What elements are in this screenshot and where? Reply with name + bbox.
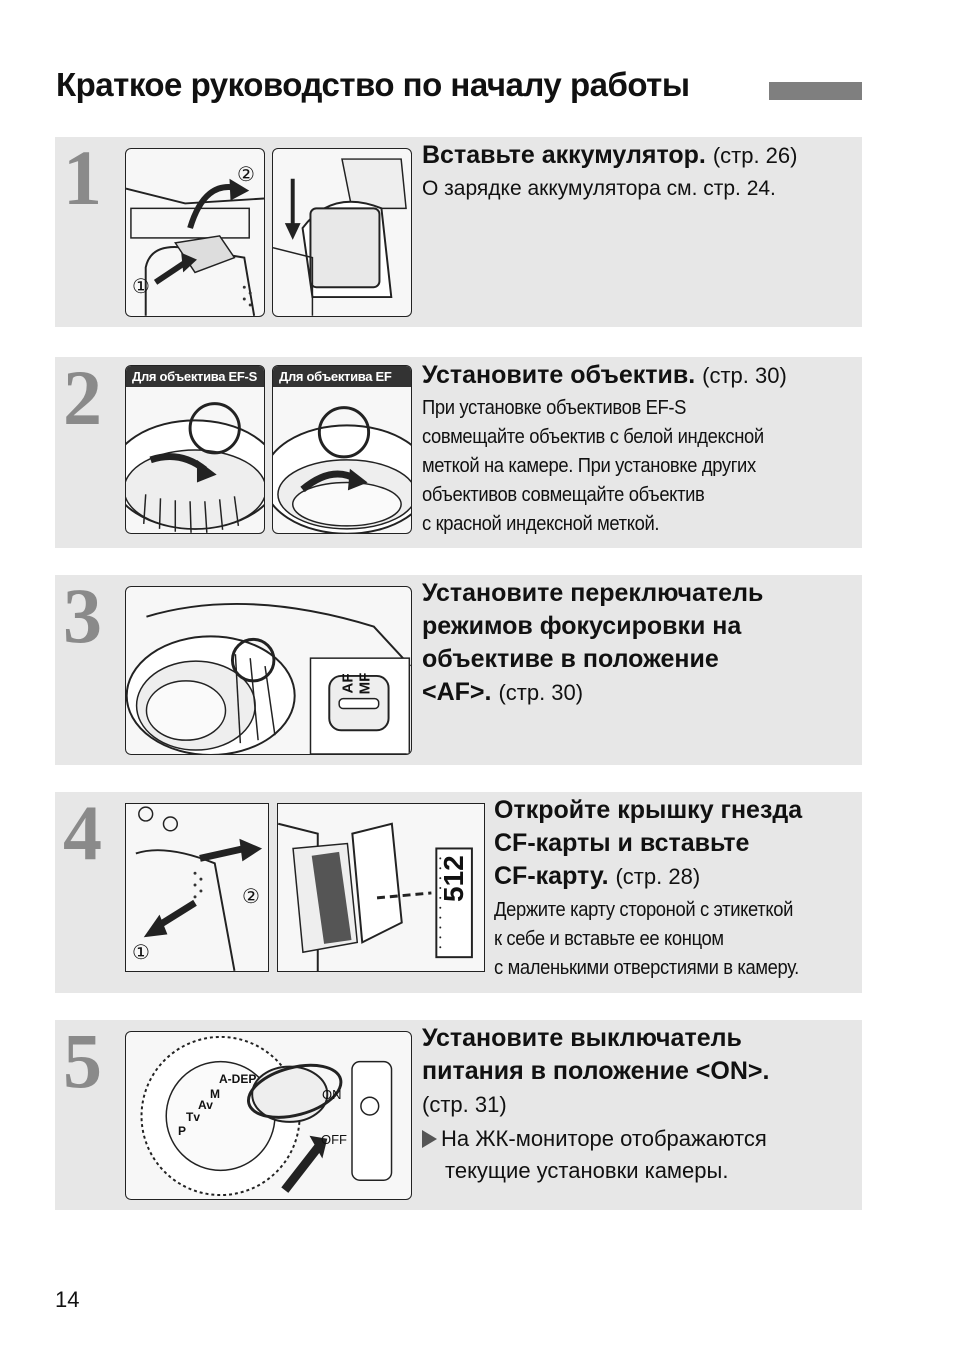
body-line: объективов совмещайте объектив	[422, 484, 705, 506]
step-3-text: Установите переключатель режимов фокусир…	[422, 577, 862, 709]
mf-label: MF	[356, 672, 374, 695]
bullet-triangle-icon	[422, 1130, 437, 1148]
step-3-panel: 3 AF MF Установите переключатель режимов…	[55, 575, 862, 765]
ef-lens-illustration	[273, 406, 411, 533]
callout-1: ①	[132, 942, 150, 964]
page-reference: (стр. 31)	[422, 1092, 507, 1117]
battery-door-photo: ② ①	[125, 148, 265, 317]
step-heading: Установите переключатель режимов фокусир…	[422, 577, 862, 709]
heading-line: <AF>.	[422, 678, 492, 706]
page-number: 14	[55, 1287, 80, 1312]
heading-line: CF-карту.	[494, 862, 609, 890]
step-body: О зарядке аккумулятора см. стр. 24.	[422, 177, 776, 200]
heading-line: CF-карты и вставьте	[494, 829, 750, 857]
heading-line: Установите переключатель	[422, 579, 764, 607]
step-number: 2	[63, 354, 102, 441]
heading-line: объективе в положение	[422, 645, 719, 673]
step-heading: Вставьте аккумулятор.	[422, 141, 706, 169]
page-reference: (стр. 30)	[498, 680, 584, 705]
callout-2: ②	[237, 164, 255, 186]
switch-on-label: ON	[322, 1087, 342, 1102]
photo-label: Для объектива EF	[273, 366, 411, 387]
heading-line: питания в положение <ON>.	[422, 1057, 770, 1085]
power-switch-illustration	[140, 1035, 393, 1197]
callout-1: ①	[132, 276, 150, 298]
step-5-text: Установите выключатель питания в положен…	[422, 1022, 862, 1187]
dial-label-av: Av	[198, 1098, 213, 1112]
page-reference: (стр. 26)	[712, 143, 798, 168]
step-bullet: На ЖК-мониторе отображаются текущие уста…	[422, 1123, 862, 1187]
focus-switch-illustration	[126, 602, 411, 754]
body-line: с маленькими отверстиями в камеру.	[494, 957, 799, 979]
step-1-panel: 1 ② ① Вставьте аккумулятор. (стр. 26) О …	[55, 137, 862, 327]
dial-label-tv: Tv	[186, 1110, 201, 1124]
callout-2: ②	[242, 886, 260, 908]
heading-line: режимов фокусировки на	[422, 612, 742, 640]
page-reference: (стр. 28)	[615, 864, 701, 889]
ef-s-lens-photo: Для объектива EF-S	[125, 365, 265, 534]
page-reference: (стр. 30)	[702, 363, 787, 388]
dial-label-a-dep: A-DEP	[219, 1072, 257, 1086]
step-heading: Установите выключатель питания в положен…	[422, 1022, 862, 1121]
bullet-line: На ЖК-мониторе отображаются	[441, 1126, 767, 1151]
ef-lens-photo: Для объектива EF	[272, 365, 412, 534]
step-4-panel: 4 ② ① 512 Откройте крышку гнезда	[55, 792, 862, 993]
step-heading: Установите объектив.	[422, 361, 696, 389]
body-line: совмещайте объектив с белой индексной	[422, 426, 764, 448]
photo-label: Для объектива EF-S	[126, 366, 264, 387]
step-number: 4	[63, 789, 102, 876]
bullet-line: текущие установки камеры.	[445, 1158, 729, 1183]
dial-label-p: P	[178, 1124, 187, 1138]
step-2-text: Установите объектив. (стр. 30) При устан…	[422, 359, 862, 539]
step-2-panel: 2 Для объектива EF-S Для объектива EF	[55, 357, 862, 548]
cf-card-insert-photo: 512	[277, 803, 485, 972]
step-number: 1	[63, 134, 102, 221]
power-switch-photo: A-DEP M Av Tv P ON OFF	[125, 1031, 412, 1200]
step-heading: Откройте крышку гнезда CF-карты и вставь…	[494, 794, 862, 893]
step-5-panel: 5 A-DEP M Av Tv P ON OFF Установите выкл…	[55, 1020, 862, 1210]
cf-card-insert-illustration	[278, 822, 473, 971]
step-number: 5	[63, 1017, 102, 1104]
card-slot-door-illustration	[135, 806, 263, 971]
switch-off-label: OFF	[321, 1132, 347, 1147]
title-rule	[769, 82, 862, 100]
body-line: меткой на камере. При установке других	[422, 455, 756, 477]
card-slot-door-photo: ② ①	[125, 803, 269, 972]
body-line: с красной индексной меткой.	[422, 513, 660, 535]
heading-line: Откройте крышку гнезда	[494, 796, 803, 824]
battery-door-illustration	[126, 178, 264, 316]
step-number: 3	[63, 572, 102, 659]
card-capacity-label: 512	[438, 855, 469, 902]
dial-label-m: M	[210, 1087, 220, 1101]
page-title: Краткое руководство по началу работы	[56, 66, 690, 103]
step-4-text: Откройте крышку гнезда CF-карты и вставь…	[494, 794, 862, 983]
body-line: к себе и вставьте ее концом	[494, 928, 724, 950]
ef-s-lens-illustration	[126, 402, 264, 533]
step-1-text: Вставьте аккумулятор. (стр. 26) О зарядк…	[422, 139, 862, 203]
battery-insert-photo	[272, 148, 412, 317]
heading-line: Установите выключатель	[422, 1024, 742, 1052]
battery-insert-illustration	[273, 158, 407, 316]
af-label: AF	[339, 673, 357, 694]
body-line: Держите карту стороной с этикеткой	[494, 899, 794, 921]
focus-switch-photo: AF MF	[125, 586, 412, 755]
body-line: При установке объективов EF-S	[422, 397, 687, 419]
